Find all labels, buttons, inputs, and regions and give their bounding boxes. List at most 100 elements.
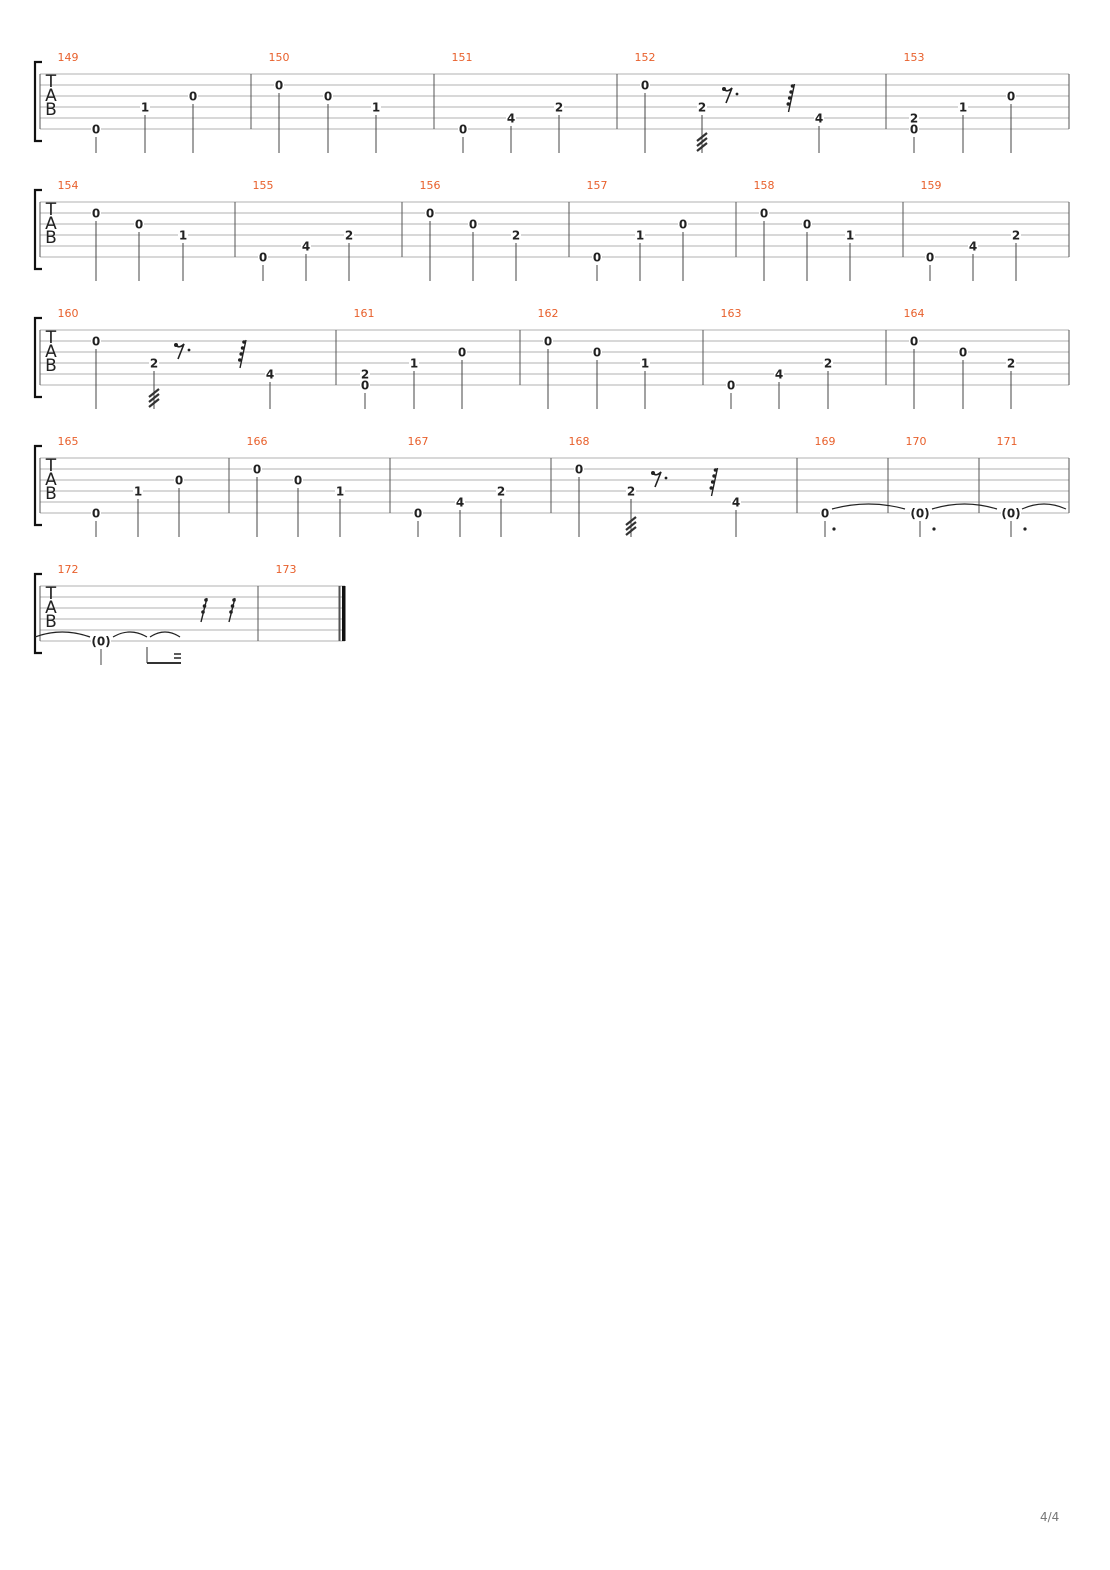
tie xyxy=(831,503,906,510)
measure-number: 167 xyxy=(408,435,429,448)
fret-number: (0) xyxy=(1001,507,1020,521)
tab-clef-letter: T xyxy=(45,200,57,220)
fret-knockout xyxy=(457,346,467,358)
measure-number: 163 xyxy=(721,307,742,320)
rest-flag xyxy=(709,486,714,490)
fret-number: 1 xyxy=(141,101,149,115)
tremolo-slash xyxy=(148,393,160,403)
tremolo-slash xyxy=(625,526,637,536)
fret-knockout xyxy=(413,507,423,519)
sixtyfourth-rest xyxy=(239,339,247,369)
tab-system: TAB xyxy=(33,188,1070,281)
fret-knockout xyxy=(91,123,101,135)
rest-flag xyxy=(232,598,236,602)
fret-number: 1 xyxy=(636,229,644,243)
fret-number: 0 xyxy=(727,379,735,393)
fret-number: 0 xyxy=(544,335,552,349)
fret-number: 2 xyxy=(627,485,635,499)
fret-knockout xyxy=(91,635,111,647)
system-bracket xyxy=(33,444,42,527)
fret-number: 0 xyxy=(92,335,100,349)
rest-flag xyxy=(710,480,715,484)
measure-number: 164 xyxy=(904,307,925,320)
tab-system: TAB xyxy=(33,60,1070,153)
fret-knockout xyxy=(293,474,303,486)
rest-flag xyxy=(713,468,718,472)
fret-knockout xyxy=(188,90,198,102)
fret-number: 2 xyxy=(910,112,918,126)
fret-knockout xyxy=(958,101,968,113)
rest-flag xyxy=(790,84,795,88)
fret-knockout xyxy=(178,229,188,241)
tie xyxy=(149,631,181,638)
tremolo-slash xyxy=(625,521,637,531)
fret-number: (0) xyxy=(910,507,929,521)
rest-flag xyxy=(789,90,793,94)
rest-flag xyxy=(787,96,792,100)
measure-number: 166 xyxy=(247,435,268,448)
fret-number: 1 xyxy=(846,229,854,243)
fret-number: 0 xyxy=(294,474,302,488)
tie xyxy=(1021,503,1067,510)
fret-knockout xyxy=(360,379,370,391)
fret-knockout xyxy=(506,112,516,124)
fret-knockout xyxy=(592,346,602,358)
fret-number: 0 xyxy=(910,123,918,137)
tab-system: TAB xyxy=(33,444,1070,537)
tab-clef-letter: T xyxy=(45,584,57,604)
fret-number: 0 xyxy=(275,79,283,93)
fret-knockout xyxy=(335,485,345,497)
fret-knockout xyxy=(511,229,521,241)
fret-number: 4 xyxy=(456,496,464,510)
fret-knockout xyxy=(726,379,736,391)
measure-number: 170 xyxy=(906,435,927,448)
fret-knockout xyxy=(635,229,645,241)
fret-number: 2 xyxy=(555,101,563,115)
fret-knockout xyxy=(91,207,101,219)
augmentation-dot xyxy=(832,527,836,531)
tremolo-slash xyxy=(696,142,708,152)
tie xyxy=(112,631,148,638)
fret-knockout xyxy=(91,507,101,519)
measure-number: 159 xyxy=(921,179,942,192)
fret-knockout xyxy=(925,251,935,263)
tremolo-slash xyxy=(625,516,637,526)
fret-number: 0 xyxy=(92,507,100,521)
fret-knockout xyxy=(468,218,478,230)
page-number: 4/4 xyxy=(1040,1510,1060,1524)
tie xyxy=(931,503,998,510)
fret-number: 0 xyxy=(760,207,768,221)
fret-number: 0 xyxy=(458,346,466,360)
fret-knockout xyxy=(774,368,784,380)
measure-number: 154 xyxy=(58,179,79,192)
fret-knockout xyxy=(759,207,769,219)
fret-number: 0 xyxy=(259,251,267,265)
rest-flag xyxy=(786,102,791,106)
fret-knockout xyxy=(968,240,978,252)
measure-number: 152 xyxy=(635,51,656,64)
fret-number: 0 xyxy=(803,218,811,232)
fret-knockout xyxy=(697,101,707,113)
fret-knockout xyxy=(133,485,143,497)
tie xyxy=(34,631,91,638)
tremolo-slash xyxy=(148,388,160,398)
rest-dot xyxy=(187,348,191,352)
fret-number: 0 xyxy=(469,218,477,232)
fret-knockout xyxy=(458,123,468,135)
measure-number: 172 xyxy=(58,563,79,576)
fret-number: 0 xyxy=(189,90,197,104)
tab-system: TAB xyxy=(33,316,1070,409)
measure-number: 160 xyxy=(58,307,79,320)
fret-knockout xyxy=(1006,357,1016,369)
fret-number: 2 xyxy=(698,101,706,115)
tab-clef-letter: T xyxy=(45,328,57,348)
fret-knockout xyxy=(678,218,688,230)
fret-knockout xyxy=(174,474,184,486)
fret-number: 4 xyxy=(266,368,274,382)
fret-number: 0 xyxy=(361,379,369,393)
fret-knockout xyxy=(640,79,650,91)
fret-number: 2 xyxy=(824,357,832,371)
fret-number: 0 xyxy=(821,507,829,521)
fret-knockout xyxy=(1006,90,1016,102)
